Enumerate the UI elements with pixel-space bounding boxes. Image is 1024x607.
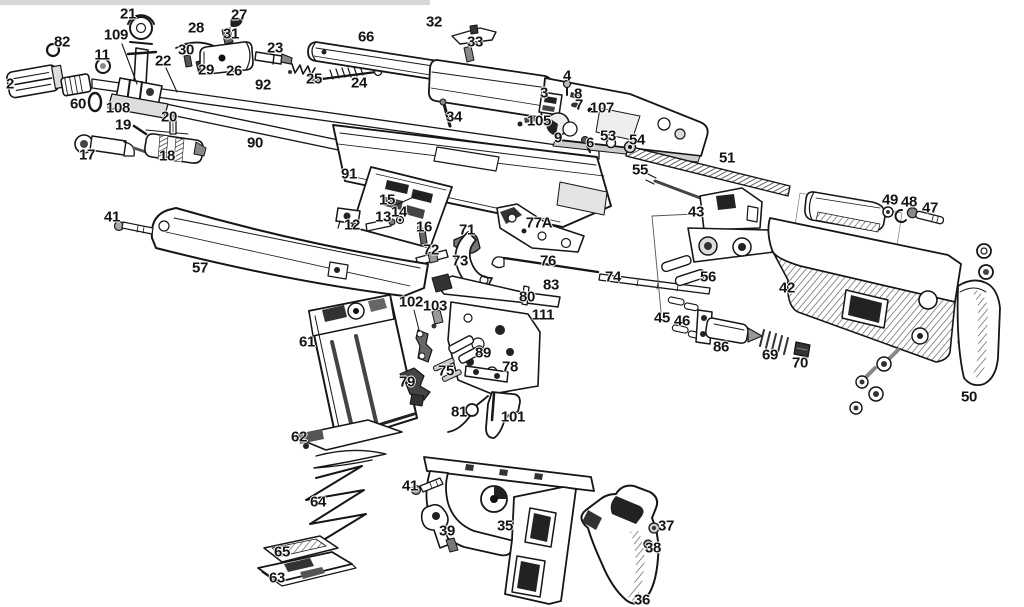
front-sight-assembly xyxy=(107,14,178,119)
part-83-bar xyxy=(431,273,561,308)
parts-71-73-cocking-lever xyxy=(415,231,493,291)
part-86-buffer xyxy=(695,309,811,358)
part-43-backcap xyxy=(651,187,775,323)
part-101-trigger xyxy=(485,391,521,439)
part-11-ring xyxy=(95,58,111,74)
scan-artifact-bar xyxy=(0,0,430,5)
part-25-spring xyxy=(288,63,316,76)
parts-56-screws xyxy=(661,254,706,287)
part-2-flash-hider xyxy=(6,64,65,99)
rear-sight-cluster xyxy=(517,79,593,154)
part-50-buttplate xyxy=(956,279,1001,387)
parts-12-16-hardware xyxy=(335,193,428,245)
parts-47-48-49-hardware xyxy=(882,206,945,225)
part-62-floorplate-latch xyxy=(291,419,403,469)
part-26-cylinder xyxy=(199,41,254,75)
part-81-spring xyxy=(447,395,489,433)
part-32-catch xyxy=(451,24,497,45)
part-35-lower-frame xyxy=(423,456,595,605)
part-77A-plate xyxy=(496,203,585,253)
parts-37-38-grip-screw xyxy=(643,522,660,549)
part-51-recoil-spring xyxy=(605,137,791,197)
parts-76-74-rods xyxy=(491,256,711,295)
parts-102-103-levers xyxy=(413,309,444,363)
part-36-grip xyxy=(580,484,660,605)
part-60-o-ring xyxy=(87,91,103,113)
parts-75-pins xyxy=(432,357,462,382)
part-64-mag-spring xyxy=(305,465,367,543)
part-39-latch xyxy=(420,503,459,553)
part-57-handguard xyxy=(150,207,429,297)
stock-screws xyxy=(849,348,900,415)
part-23-pin xyxy=(254,51,293,65)
part-55-guide-rod xyxy=(645,173,705,201)
stock-cap-cylinder xyxy=(804,191,886,233)
part-18-cylinder xyxy=(144,133,207,164)
part-41b-screw xyxy=(410,477,444,496)
parts-89-pins xyxy=(448,335,485,364)
parts-45-46-screws xyxy=(667,296,703,340)
part-33-pin xyxy=(463,45,475,63)
part-42-buttstock xyxy=(767,192,962,363)
part-65-follower xyxy=(263,535,339,563)
parts-19-20-pins xyxy=(132,115,189,136)
part-79-lever xyxy=(399,367,431,407)
barrel-tubes xyxy=(91,78,600,160)
part-17-sling-clamp xyxy=(74,134,148,157)
part-78-plate xyxy=(464,365,509,383)
part-63-floorplate xyxy=(257,551,357,587)
part-41a-screw xyxy=(113,220,154,235)
part-82-lock-ring xyxy=(45,42,61,58)
barrel-thread-stub xyxy=(60,73,92,97)
